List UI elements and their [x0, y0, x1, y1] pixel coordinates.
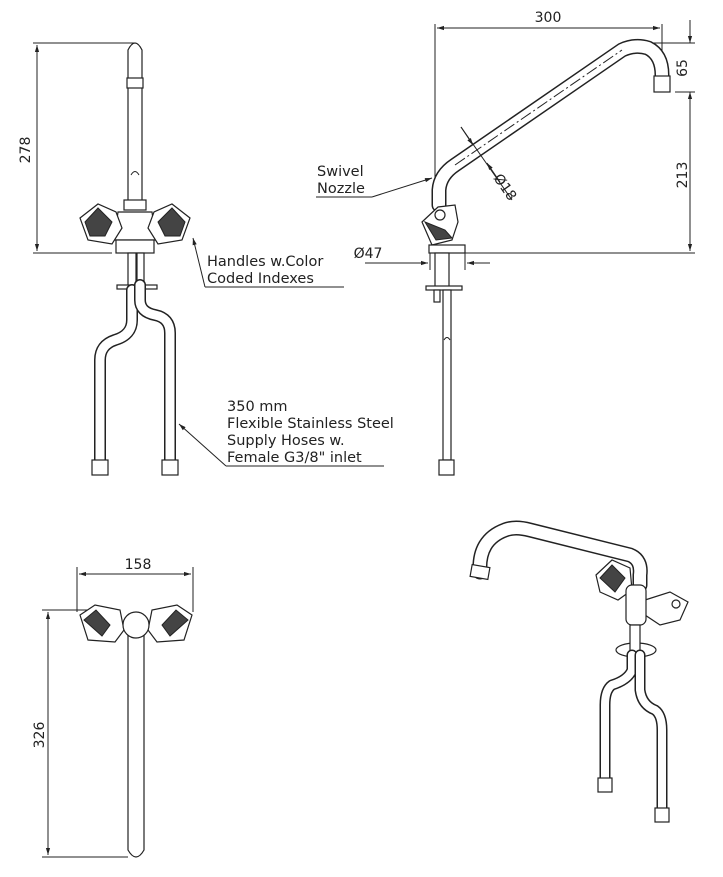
aerator-nozzle [653, 75, 671, 93]
spout-front [126, 42, 144, 206]
width-dim-label: 158 [125, 557, 152, 573]
hoses-note: 350 mm Flexible Stainless Steel Supply H… [178, 399, 394, 467]
length-dim-label: 326 [32, 722, 48, 749]
nozzle-height-dim-label: 213 [675, 162, 691, 189]
top-view: 158 326 [32, 557, 194, 858]
handles-note: Handles w.Color Coded Indexes [192, 237, 344, 288]
length-dimension: 326 [32, 609, 128, 858]
svg-text:Female G3/8" inlet: Female G3/8" inlet [227, 450, 362, 466]
svg-text:Handles w.Color: Handles w.Color [207, 254, 323, 270]
valve-body-side [421, 204, 466, 476]
height-dim-label: 278 [18, 137, 34, 164]
side-view: 300 65 213 Ø18 [316, 10, 695, 476]
svg-text:Flexible Stainless Steel: Flexible Stainless Steel [227, 416, 394, 432]
swivel-spout [431, 38, 671, 213]
svg-text:Supply Hoses w.: Supply Hoses w. [227, 433, 345, 449]
base-diameter-label: Ø47 [354, 246, 383, 262]
height-dimension: 278 [18, 42, 135, 254]
supply-hoses-front [91, 252, 179, 476]
svg-text:350 mm: 350 mm [227, 399, 288, 415]
faucet-top [79, 604, 193, 858]
base-diameter-dimension: Ø47 [354, 246, 490, 270]
swivel-note: Swivel Nozzle [316, 164, 433, 198]
tube-diameter-label: Ø18 [490, 171, 520, 204]
svg-text:Swivel: Swivel [317, 164, 364, 180]
front-view: 278 Han [18, 42, 394, 476]
isometric-view [469, 520, 689, 823]
width-dimension: 158 [76, 557, 194, 612]
reach-dimension: 300 [434, 10, 663, 178]
valve-body-front [79, 199, 191, 254]
svg-text:Coded Indexes: Coded Indexes [207, 271, 314, 287]
svg-text:Nozzle: Nozzle [317, 181, 365, 197]
nozzle-drop-dim-label: 65 [675, 59, 691, 77]
reach-dim-label: 300 [535, 10, 562, 26]
